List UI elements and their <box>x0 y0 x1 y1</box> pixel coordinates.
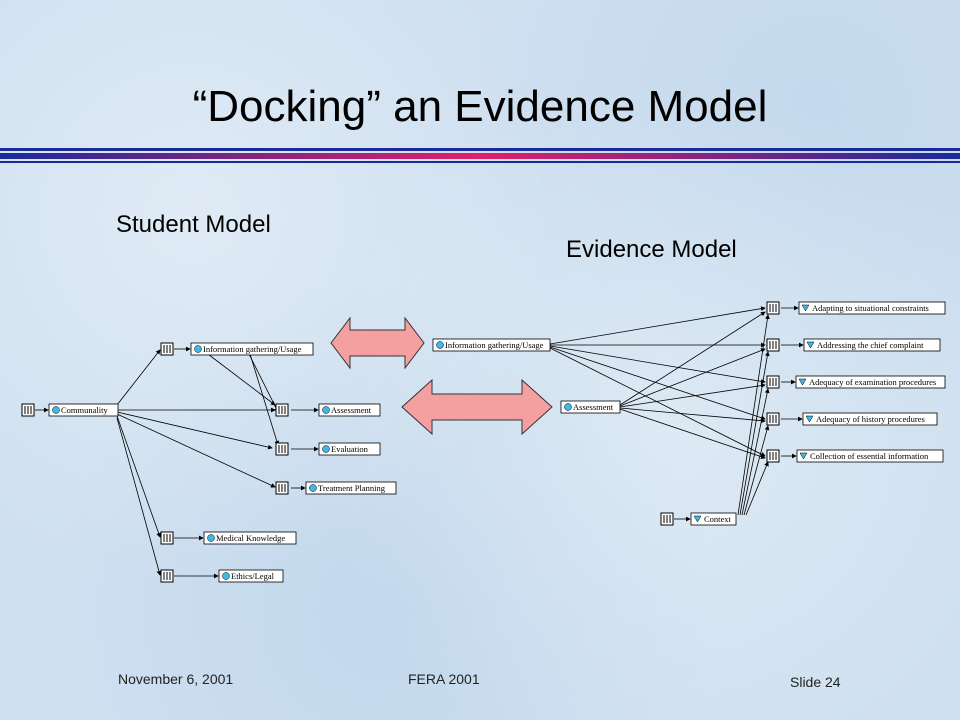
student-node-root: Communality <box>21 403 119 417</box>
student-node-evaluation-label: Evaluation <box>331 444 369 454</box>
title-rule <box>0 148 960 163</box>
student-node-ethics-label: Ethics/Legal <box>231 571 275 581</box>
evidence-node-assessment-label: Assessment <box>573 402 614 412</box>
evidence-obs-5-label: Collection of essential information <box>810 451 929 461</box>
evidence-obs-2: Addressing the chief complaint <box>766 338 941 352</box>
student-node-info-label: Information gathering/Usage <box>203 344 302 354</box>
evidence-obs-5: Collection of essential information <box>766 449 944 463</box>
evidence-node-info: Information gathering/Usage <box>432 338 551 352</box>
student-node-treatment: Treatment Planning <box>275 481 397 495</box>
evidence-node-context: Context <box>660 512 737 526</box>
docking-arrow-bottom <box>401 378 553 436</box>
student-model-label: Student Model <box>116 211 271 238</box>
footer-slide-number: Slide 24 <box>790 674 841 690</box>
evidence-model-label: Evidence Model <box>566 236 737 263</box>
student-node-root-label: Communality <box>61 405 109 415</box>
evidence-node-assessment: Assessment <box>560 400 621 414</box>
evidence-obs-3-label: Adequacy of examination procedures <box>809 377 936 387</box>
student-node-ethics: Ethics/Legal <box>160 569 284 583</box>
student-node-assessment: Assessment <box>275 403 381 417</box>
docking-arrow-top <box>330 316 425 370</box>
evidence-obs-1: Adapting to situational constraints <box>766 301 946 315</box>
evidence-node-context-label: Context <box>704 514 732 524</box>
evidence-obs-2-label: Addressing the chief complaint <box>817 340 924 350</box>
evidence-obs-4: Adequacy of history procedures <box>766 412 938 426</box>
student-node-evaluation: Evaluation <box>275 442 381 456</box>
evidence-obs-4-label: Adequacy of history procedures <box>816 414 925 424</box>
student-node-assessment-label: Assessment <box>331 405 372 415</box>
evidence-node-info-label: Information gathering/Usage <box>445 340 544 350</box>
slide-title: “Docking” an Evidence Model <box>192 82 768 131</box>
evidence-obs-1-label: Adapting to situational constraints <box>812 303 929 313</box>
footer-event: FERA 2001 <box>408 671 480 687</box>
student-node-medical-label: Medical Knowledge <box>216 533 285 543</box>
student-node-treatment-label: Treatment Planning <box>318 483 386 493</box>
evidence-obs-3: Adequacy of examination procedures <box>766 375 946 389</box>
student-node-info: Information gathering/Usage <box>160 342 314 356</box>
student-node-medical: Medical Knowledge <box>160 531 297 545</box>
footer-date: November 6, 2001 <box>118 671 234 687</box>
